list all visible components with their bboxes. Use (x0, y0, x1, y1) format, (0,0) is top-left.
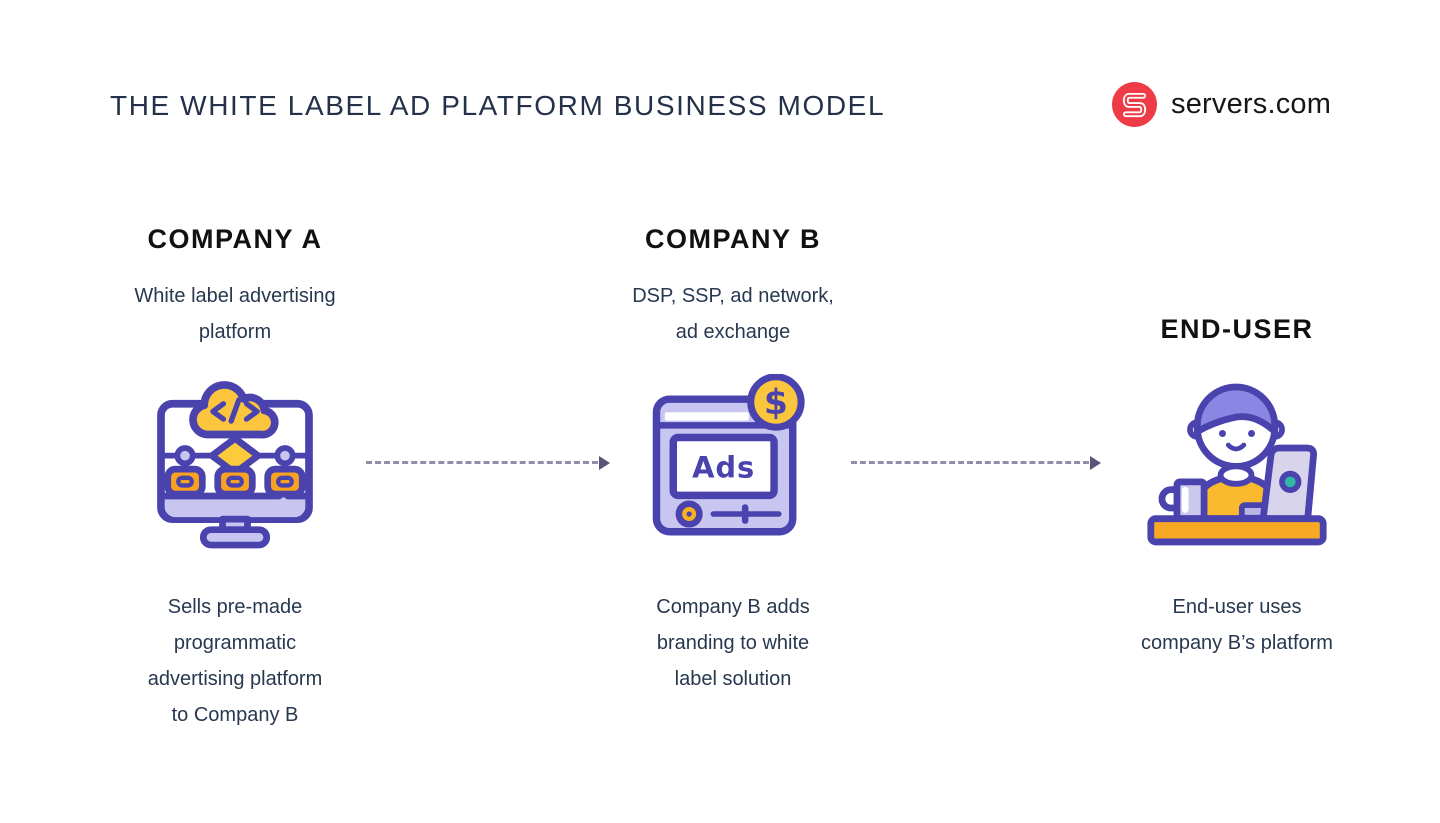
brand-name: servers.com (1171, 88, 1332, 120)
brand: servers.com (1112, 82, 1331, 127)
servers-com-logo-icon (1112, 82, 1157, 127)
ads-label: Ads (692, 451, 755, 485)
desk (1147, 515, 1327, 546)
company-a-description: Sells pre-made programmatic advertising … (147, 596, 323, 726)
dashed-line (851, 461, 1089, 464)
column-company-b: COMPANY B DSP, SSP, ad network, ad excha… (583, 0, 883, 823)
company-a-heading: COMPANY A (147, 224, 323, 254)
company-a-subtitle: White label advertising platform (134, 285, 336, 343)
person-laptop-icon (1145, 381, 1329, 551)
flow-arrow-b-to-user (851, 455, 1101, 471)
dashed-line (366, 461, 598, 464)
page-title: THE WHITE LABEL AD PLATFORM BUSINESS MOD… (110, 90, 886, 121)
dollar-sign: $ (764, 383, 788, 423)
monitor-flowchart-icon (149, 371, 322, 554)
column-company-a: COMPANY A White label advertising platfo… (85, 0, 385, 823)
company-b-subtitle: DSP, SSP, ad network, ad exchange (632, 285, 834, 343)
end-user-description: End-user uses company B’s platform (1141, 596, 1333, 654)
mug-icon (1158, 486, 1182, 512)
company-b-heading: COMPANY B (644, 224, 821, 254)
company-b-description: Company B adds branding to white label s… (656, 596, 810, 690)
flow-arrow-a-to-b (366, 455, 610, 471)
ads-player-icon: Ads $ (649, 373, 817, 547)
arrowhead-icon (599, 456, 610, 470)
column-end-user: END-USER (1087, 0, 1387, 823)
code-brackets-icon (210, 397, 260, 424)
dollar-coin-icon (747, 373, 805, 431)
arrowhead-icon (1090, 456, 1101, 470)
end-user-heading: END-USER (1160, 314, 1314, 344)
